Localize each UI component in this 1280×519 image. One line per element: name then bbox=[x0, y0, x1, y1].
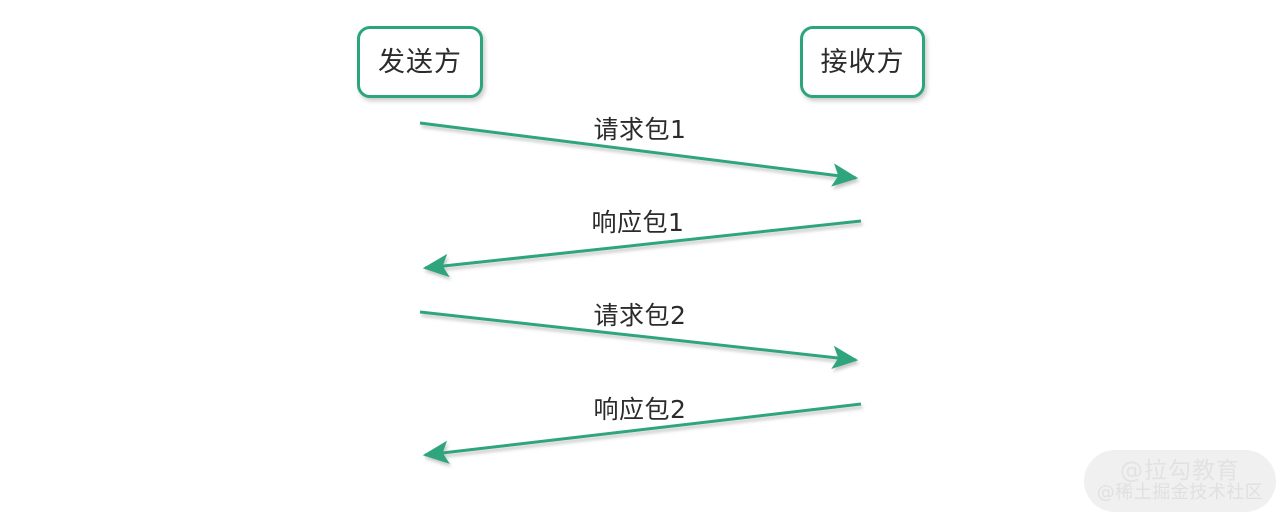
participant-box-sender[interactable]: 发送方 bbox=[357, 26, 483, 98]
message-label-req1: 请求包1 bbox=[593, 115, 687, 144]
message-arrow-req1 bbox=[419, 121, 859, 187]
message-arrow-resp1 bbox=[422, 219, 862, 278]
message-arrow-req2 bbox=[419, 310, 859, 370]
participant-box-receiver[interactable]: 接收方 bbox=[800, 26, 925, 98]
message-label-req2: 请求包2 bbox=[593, 301, 687, 330]
participant-label-sender: 发送方 bbox=[378, 46, 462, 78]
message-arrow-resp2 bbox=[422, 402, 862, 464]
message-label-resp2: 响应包2 bbox=[593, 395, 687, 424]
message-label-resp1: 响应包1 bbox=[591, 208, 685, 237]
participant-label-receiver: 接收方 bbox=[820, 46, 905, 78]
